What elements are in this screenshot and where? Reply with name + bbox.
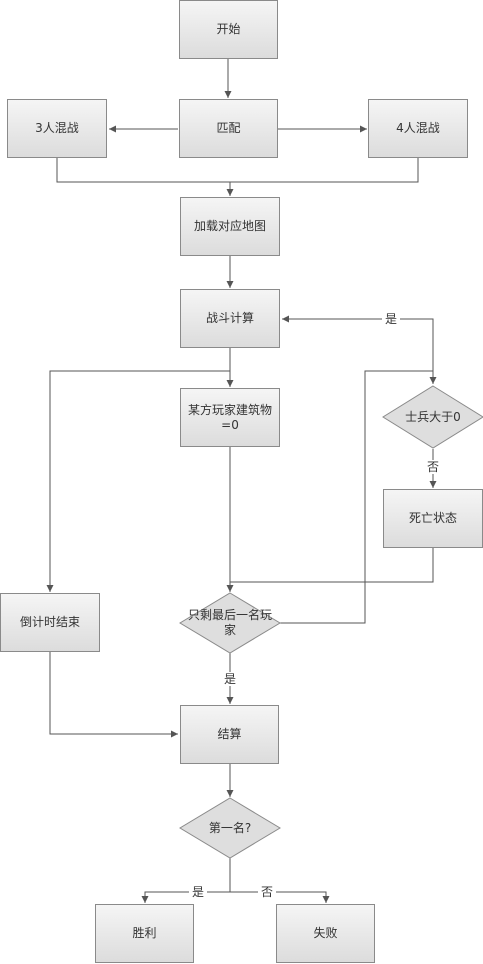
- last-player-decision-diamond: [179, 592, 281, 654]
- edge-battle-countdown: [46, 370, 230, 592]
- node-victory: 胜利: [95, 904, 194, 963]
- label-no-soldier: 否: [424, 460, 443, 474]
- node-building-zero-line1: 某方玩家建筑物: [187, 402, 272, 417]
- node-start: 开始: [179, 0, 278, 59]
- node-soldier-gt-zero: 士兵大于0: [405, 409, 461, 424]
- edge-first-victory: [141, 857, 231, 903]
- node-battle-calc: 战斗计算: [180, 289, 280, 348]
- node-last-player-line2: 家: [223, 623, 236, 637]
- soldier-decision-diamond: [382, 385, 483, 449]
- label-no-first: 否: [258, 885, 277, 899]
- edge-first-defeat: [230, 891, 330, 903]
- node-first-place: 第一名?: [208, 820, 252, 835]
- first-place-decision-diamond: [179, 797, 281, 859]
- node-last-player: 只剩最后一名玩 家: [176, 607, 284, 639]
- node-match: 匹配: [179, 99, 278, 158]
- node-settlement: 结算: [180, 705, 279, 764]
- node-countdown-end: 倒计时结束: [0, 593, 100, 652]
- label-yes-first: 是: [189, 885, 208, 899]
- node-last-player-line1: 只剩最后一名玩: [187, 608, 272, 622]
- node-three-player: 3人混战: [7, 99, 107, 158]
- edge-dead-last: [230, 548, 434, 583]
- node-defeat: 失败: [276, 904, 375, 963]
- edge-countdown-settlement: [49, 652, 178, 738]
- node-building-zero-line2: =0: [221, 417, 239, 432]
- node-building-zero: 某方玩家建筑物 =0: [180, 388, 280, 447]
- edge-last-soldier: [278, 370, 437, 624]
- node-four-player: 4人混战: [368, 99, 468, 158]
- label-yes-loop: 是: [382, 312, 401, 326]
- edge-3p-merge: [56, 158, 419, 183]
- edge-soldier-yes-battle: [282, 315, 434, 384]
- node-load-map: 加载对应地图: [180, 197, 280, 256]
- node-dead-state: 死亡状态: [383, 489, 483, 548]
- label-yes-last: 是: [221, 672, 240, 686]
